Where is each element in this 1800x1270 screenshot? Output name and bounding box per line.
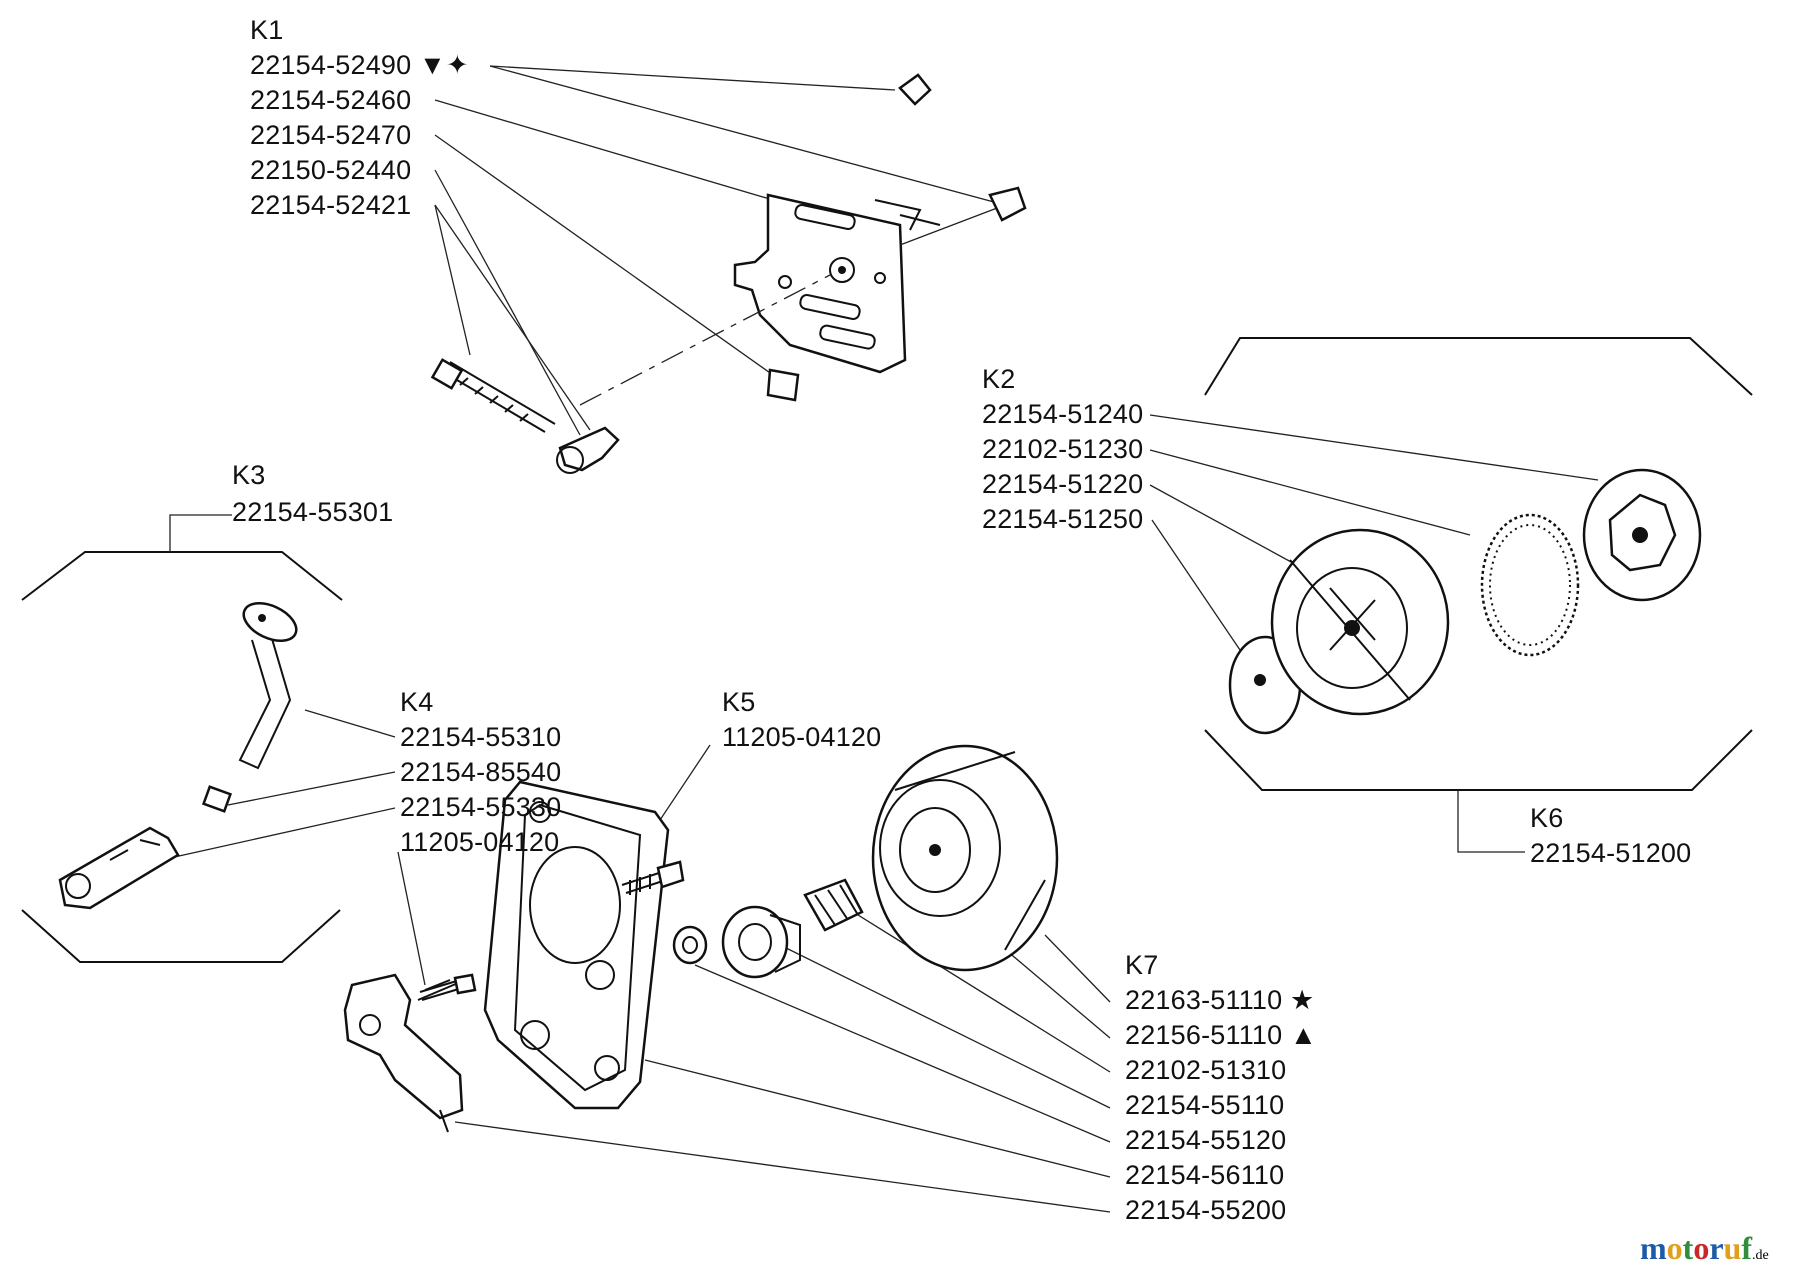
part-number: 22154-55301 [232,497,394,527]
watermark-letter: m [1640,1230,1667,1266]
clutch-drum [871,744,1059,972]
oil-pump [58,826,180,910]
screws [419,860,685,1001]
part-number: 22156-51110 ▲ [1125,1020,1317,1050]
part-number: 22154-51220 [982,469,1144,499]
watermark-letter: o [1693,1230,1710,1266]
part-number: 22154-51200 [1530,838,1692,868]
group-label-k1: K1 [250,15,284,45]
washer-nut [672,905,801,979]
dowel-pins [579,73,1027,406]
part-number: 11205-04120 [400,827,560,857]
part-number: 22154-51250 [982,504,1144,534]
watermark-logo: motoruf.de [1640,1232,1769,1270]
oil-pipe [201,602,298,813]
part-number: 22102-51310 [1125,1055,1287,1085]
part-number: 22154-55310 [400,722,562,752]
watermark-letter: o [1666,1230,1683,1266]
group-label-k3: K3 [232,460,266,490]
watermark-text: motoruf [1640,1230,1752,1266]
group-frames [21,337,1753,963]
group-label-k2: K2 [982,364,1016,394]
clutch-cover [483,780,670,1110]
part-number: 22154-56110 [1125,1160,1285,1190]
chain-guide-plate [733,193,1006,374]
adjuster-nut [556,426,620,474]
group-label-k7: K7 [1125,950,1159,980]
watermark-letter: f [1741,1230,1752,1266]
group-label-k5: K5 [722,687,756,717]
part-number: 22154-55120 [1125,1125,1287,1155]
needle-bearing [803,878,864,932]
clutch-shoes [1270,528,1450,716]
clutch-spring [1480,513,1580,657]
part-number: 22154-55330 [400,792,562,822]
part-number: 22154-85540 [400,757,562,787]
part-number: 11205-04120 [722,722,882,752]
part-number: 22163-51110 ★ [1125,985,1315,1015]
chain-adjuster-bolt [430,358,556,433]
group-label-k6: K6 [1530,803,1564,833]
part-number: 22154-52421 [250,190,412,220]
part-number: 22154-52470 [250,120,412,150]
group-label-k4: K4 [400,687,434,717]
part-number: 22154-55110 [1125,1090,1285,1120]
part-number: 22102-51230 [982,434,1144,464]
part-number: 22150-52440 [250,155,412,185]
watermark-letter: r [1709,1230,1724,1266]
part-number: 22154-52490 ▼✦ [250,50,469,80]
watermark-suffix: .de [1751,1248,1769,1263]
watermark-letter: u [1723,1230,1742,1266]
part-number: 22154-55200 [1125,1195,1287,1225]
watermark-letter: t [1682,1230,1694,1266]
part-number: 22154-51240 [982,399,1144,429]
oil-pump-lower [343,973,464,1133]
part-number: 22154-52460 [250,85,412,115]
clutch-hub [1582,468,1702,602]
